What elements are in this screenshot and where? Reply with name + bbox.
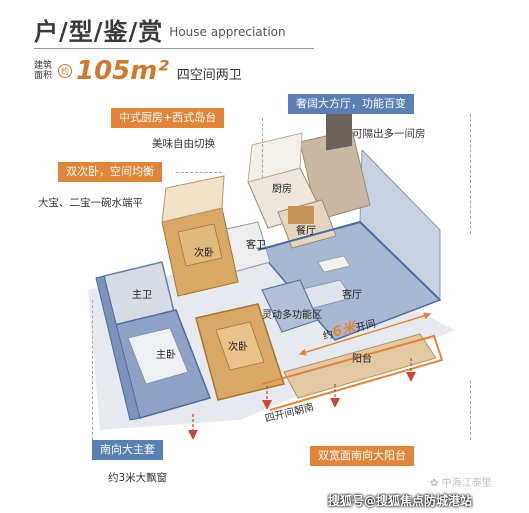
master-callout-line — [92, 300, 93, 440]
living-tag: 奢阔大方厅，功能百变 — [288, 94, 414, 114]
room-master-bath: 主卫 — [132, 290, 152, 301]
room-second-bed-bottom: 次卧 — [228, 342, 248, 353]
room-guest-bath: 客卫 — [246, 240, 266, 251]
room-living: 客厅 — [342, 290, 362, 301]
title-main: 户/型/鉴/赏 — [34, 16, 164, 46]
room-second-bed-top: 次卧 — [194, 248, 214, 259]
about-badge: 约 — [58, 64, 72, 78]
living-outline — [257, 220, 441, 301]
balcony-tag: 双宽面南向大阳台 — [310, 446, 414, 466]
bedrooms-callout-line — [176, 172, 222, 173]
balcony-callout-line — [470, 380, 471, 440]
bedrooms-note: 大宝、二宝一碗水端平 — [38, 197, 143, 209]
coffee-table — [317, 255, 351, 273]
south-arrows — [188, 372, 416, 440]
area-label: 建筑 面积 — [34, 61, 53, 81]
room-kitchen: 厨房 — [272, 184, 292, 195]
living-callout-line — [470, 114, 471, 234]
kitchen-callout-line — [262, 118, 263, 178]
bedrooms-tag: 双次卧，空间均衡 — [58, 162, 162, 182]
south-arrow-lines — [192, 358, 412, 430]
master-tag: 南向大主套 — [92, 440, 163, 460]
living-note: 可隔出多一间房 — [352, 128, 426, 140]
title-underline — [34, 48, 314, 49]
multi-function-floor — [261, 279, 319, 333]
second-bed-top-wall — [161, 175, 225, 223]
balcony-floor — [283, 333, 437, 399]
second-bed-top-bed — [177, 223, 223, 267]
width-arrow-back — [298, 313, 431, 356]
room-dining: 餐厅 — [296, 226, 316, 237]
kitchen-note: 美味自由切换 — [152, 138, 215, 150]
master-bed — [127, 327, 189, 385]
area-desc: 四空间两卫 — [176, 67, 242, 83]
balcony-outline — [261, 334, 444, 411]
dining-table — [288, 206, 314, 224]
room-multi: 灵动多功能区 — [262, 310, 322, 321]
footer-credit: 搜狐号@搜狐焦点防城港站 — [328, 494, 473, 508]
page-title: 户/型/鉴/赏 House appreciation — [34, 12, 286, 46]
kitchen-wall — [247, 132, 303, 183]
area-value: 105m² — [76, 56, 169, 86]
room-balcony: 阳台 — [352, 354, 372, 365]
watermark: ✿ 中海江泰里 — [430, 478, 492, 489]
kitchen-tag: 中式厨房+西式岛台 — [111, 108, 225, 128]
master-note: 约3米大飘窗 — [108, 472, 168, 484]
watermark-icon: ✿ — [430, 478, 439, 489]
title-sub: House appreciation — [169, 25, 286, 39]
area-row: 建筑 面积 约 105m² 四空间两卫 — [34, 56, 242, 86]
room-master-bed: 主卧 — [156, 350, 176, 361]
second-bed-bottom-bed — [215, 321, 265, 371]
master-bed-wall — [95, 275, 141, 421]
